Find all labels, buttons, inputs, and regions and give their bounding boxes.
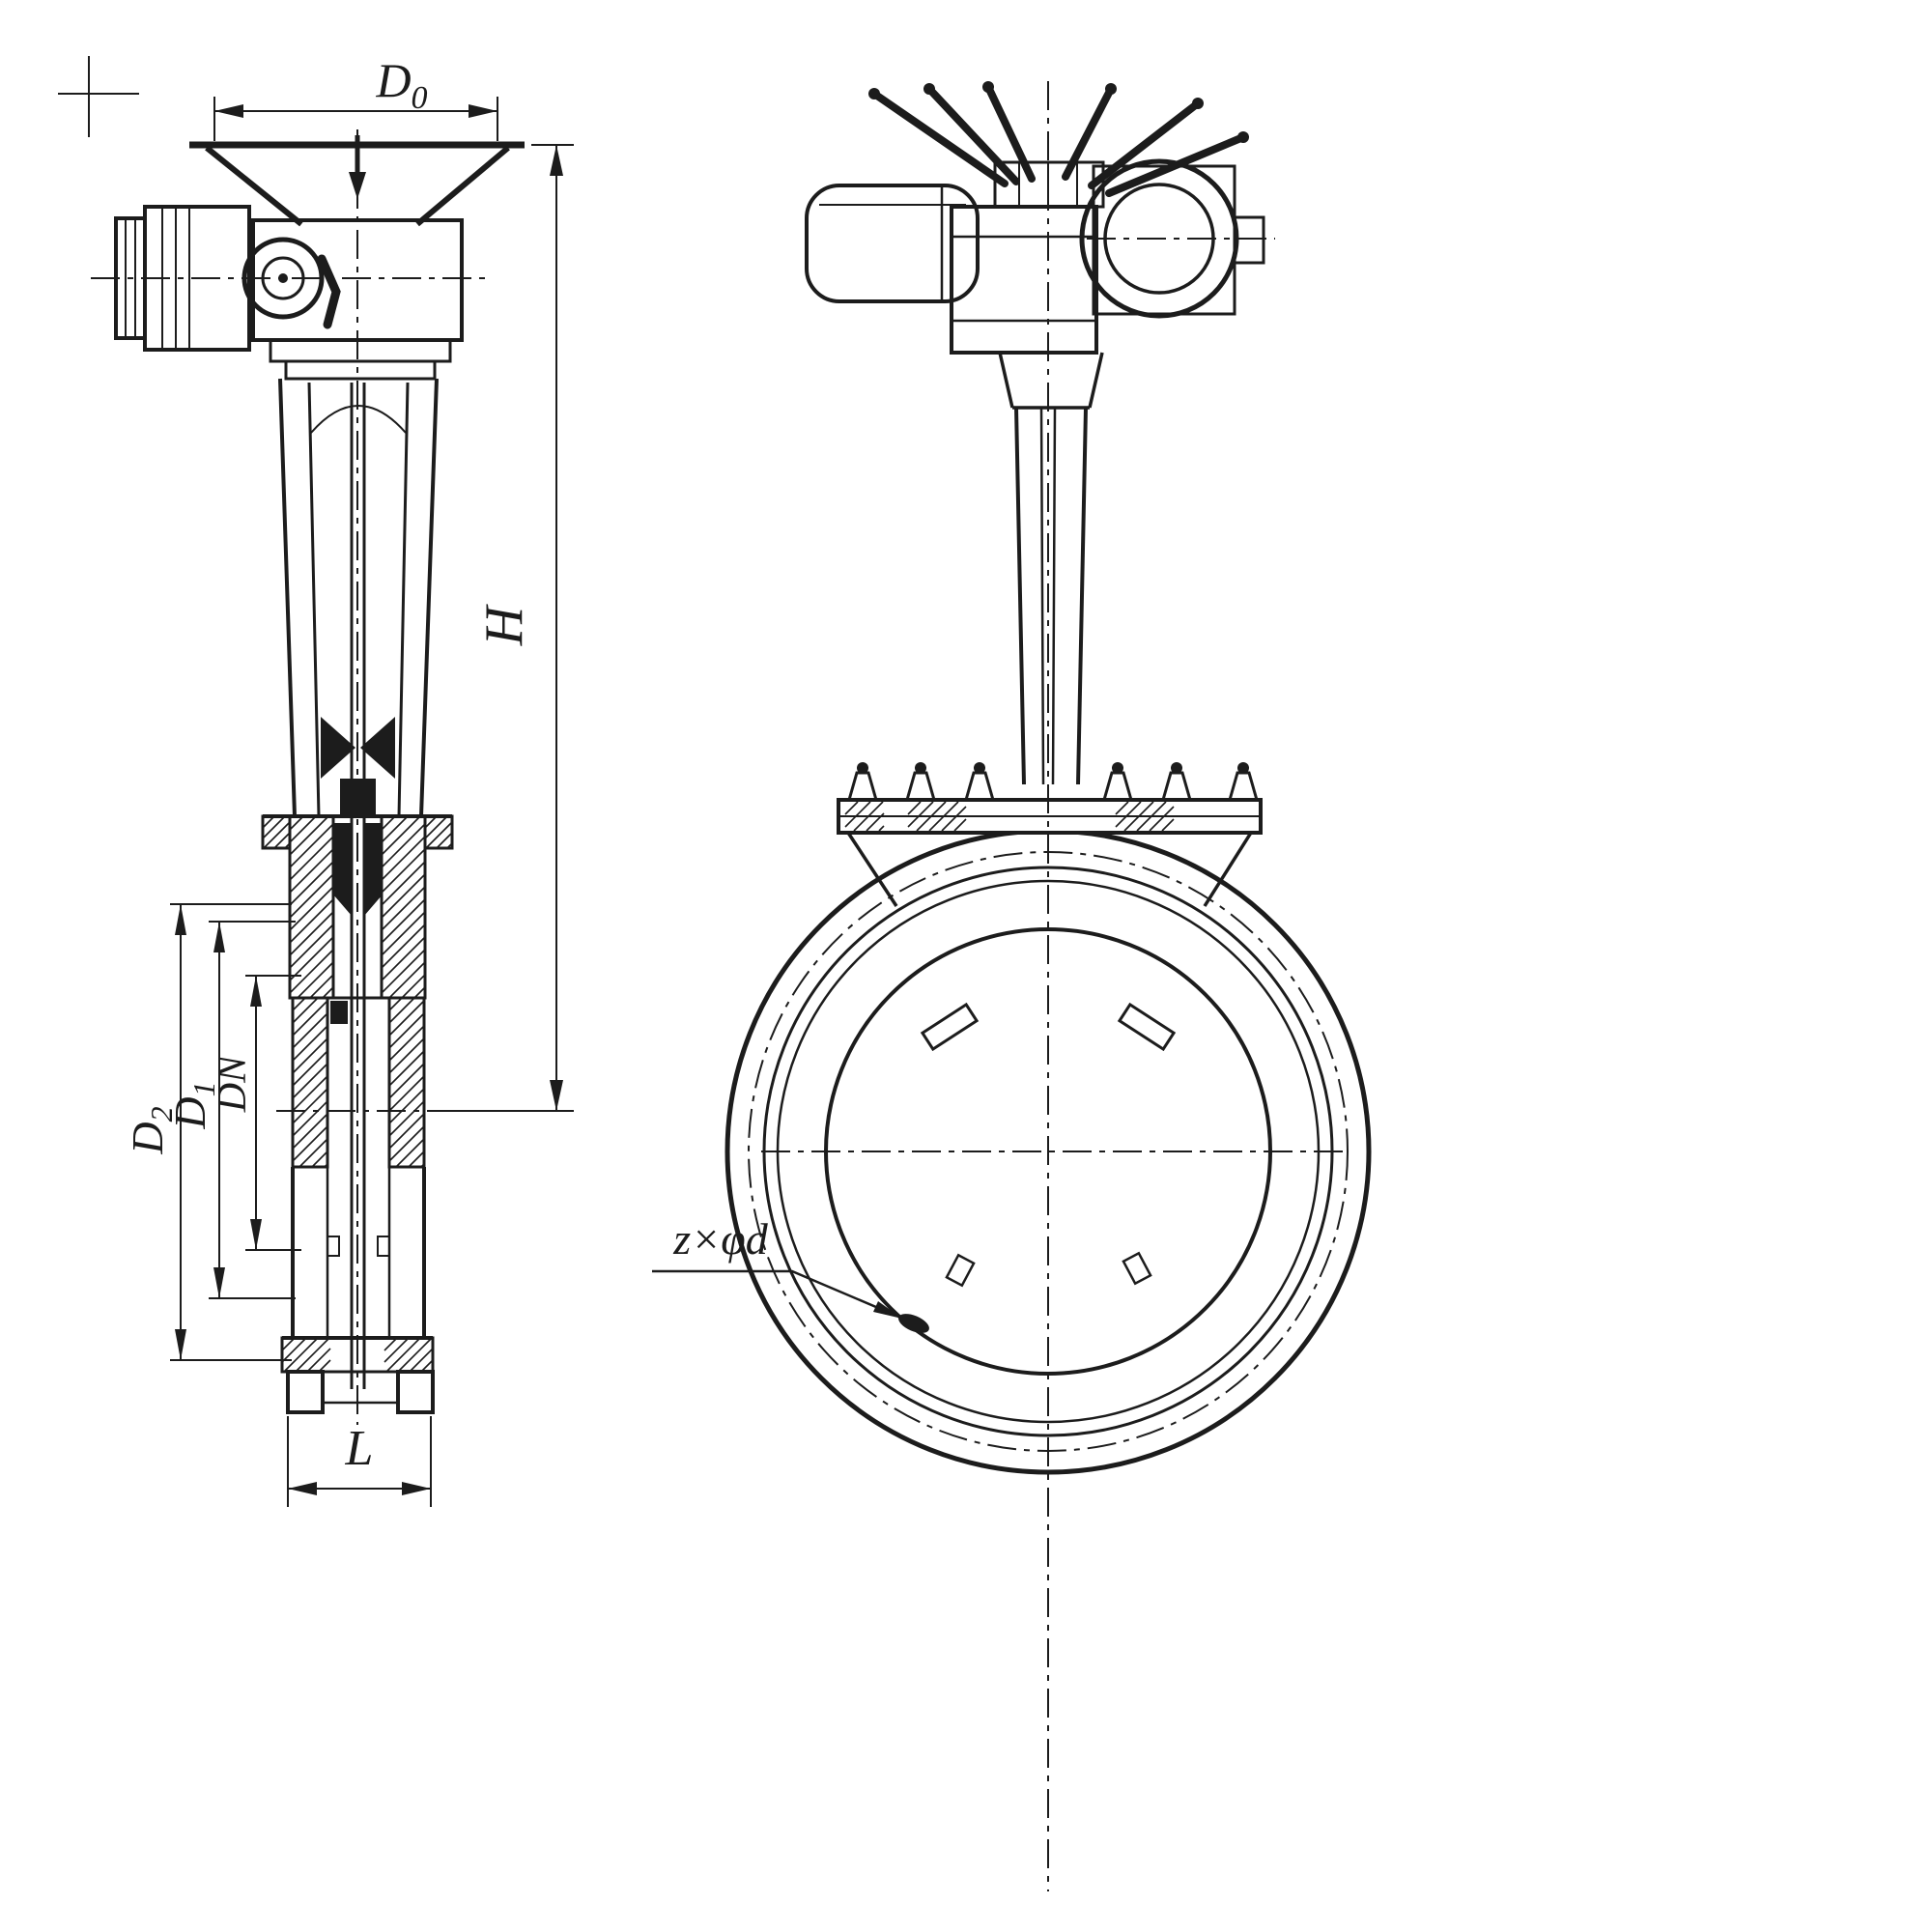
dim-d0: D0 <box>213 53 498 141</box>
flange-studs <box>847 762 1259 801</box>
bonnet-hatch-right-step <box>424 816 453 849</box>
dim-d2-label: D2 <box>123 1106 179 1154</box>
dim-dn-label: DN <box>211 1054 255 1113</box>
dim-l: L <box>287 1416 432 1507</box>
bonnet-hatch-right-wall <box>381 816 426 999</box>
corner-mark <box>58 56 139 137</box>
plate-hatch-mid <box>907 801 967 832</box>
side-bonnet <box>261 814 454 1000</box>
dim-d1-label: D1 <box>165 1081 221 1129</box>
side-motor <box>114 205 251 352</box>
side-bottom-flange <box>280 1336 435 1414</box>
dim-d0-label: D0 <box>375 53 427 116</box>
side-yoke <box>278 378 439 817</box>
plate-hatch-left <box>844 801 885 832</box>
front-handwheel-housing <box>1079 158 1239 319</box>
dim-dn: DN <box>211 975 301 1251</box>
front-handwheel-spokes <box>868 81 1249 197</box>
dim-h-label: H <box>474 604 534 646</box>
side-stem-nut <box>321 717 395 817</box>
side-handwheel <box>189 135 525 227</box>
flange-hatch-right <box>384 1338 434 1372</box>
bonnet-hatch-left-step <box>262 816 291 849</box>
side-view: D0 H D2 D1 <box>58 53 574 1507</box>
body-hatch-right-wall <box>388 997 425 1168</box>
side-gate-blade <box>350 816 366 1389</box>
front-actuator <box>805 158 1265 410</box>
front-stem <box>1014 407 1088 785</box>
bolt-callout: z×φd <box>652 1214 929 1333</box>
front-view: z×φd <box>652 81 1372 1891</box>
dim-l-label: L <box>345 1421 374 1476</box>
dim-d1: D1 <box>165 921 296 1299</box>
side-body <box>290 816 426 1389</box>
dim-h: H <box>440 144 574 1112</box>
bolt-callout-label: z×φd <box>672 1214 768 1264</box>
bonnet-hatch-left-wall <box>289 816 334 999</box>
body-hatch-left-wall <box>292 997 328 1168</box>
side-lever <box>317 254 341 329</box>
dim-d2: D2 <box>123 903 292 1361</box>
side-gearbox <box>242 218 464 381</box>
plate-hatch-right <box>1115 801 1175 832</box>
flange-hatch-left <box>281 1338 331 1372</box>
front-top-flange <box>837 762 1263 907</box>
